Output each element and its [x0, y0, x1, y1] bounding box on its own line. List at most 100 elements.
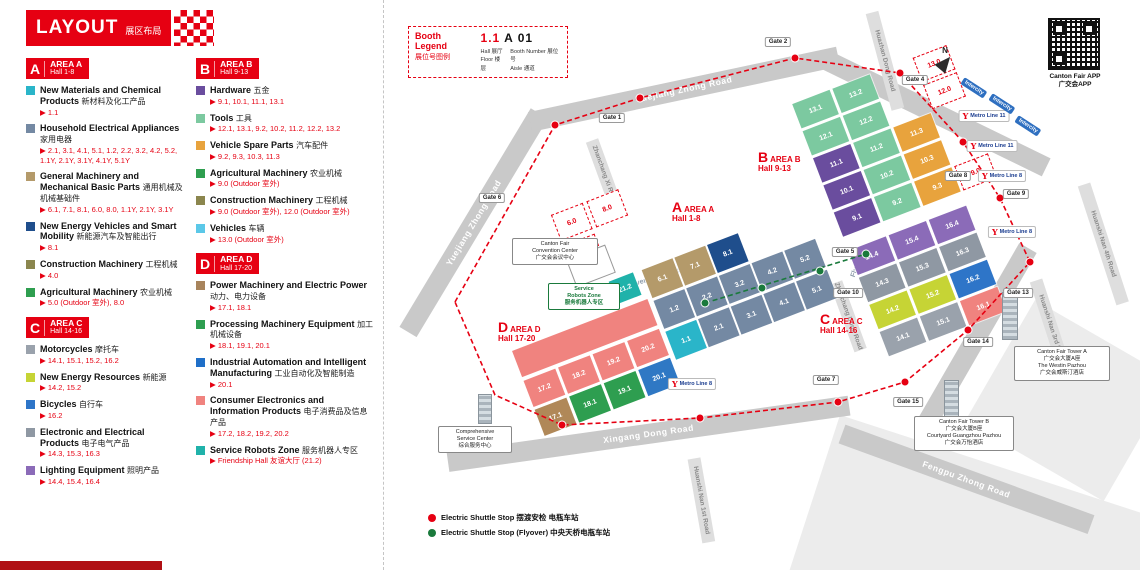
- legend-item-tools: Tools 工具 ▶ 12.1, 13.1, 9.2, 10.2, 11.2, …: [196, 113, 374, 135]
- legend-item-electronic-and-electrical-products: Electronic and Electrical Products 电子电气产…: [26, 427, 184, 459]
- gate-15: Gate 15: [893, 397, 923, 407]
- legend-item-construction-machinery: Construction Machinery 工程机械 ▶ 9.0 (Outdo…: [196, 195, 374, 217]
- legend-item-text: Bicycles 自行车 ▶ 16.2: [40, 399, 104, 420]
- shuttle-stop-red: [635, 93, 645, 103]
- booth-number-sample: 1.1 A 01: [481, 31, 561, 45]
- category-color-swatch: [26, 287, 35, 297]
- road-yuejiang-zhong-road: Yuejiang Zhong Road: [399, 108, 548, 338]
- hall-block-8.0: 8.0: [586, 189, 629, 228]
- intercity-badge: Intercity: [1014, 115, 1042, 137]
- legend-item-halls: ▶ 9.0 (Outdoor 室外), 12.0 (Outdoor 室外): [210, 207, 350, 217]
- legend-item-household-electrical-appliances: Household Electrical Appliances 家用电器 ▶ 2…: [26, 123, 184, 165]
- panel-divider: [383, 0, 384, 570]
- category-color-swatch: [26, 221, 35, 231]
- category-color-swatch: [196, 196, 205, 206]
- sample-hall: 1.1: [480, 31, 501, 45]
- legend-item-text: Lighting Equipment 照明产品 ▶ 14.4, 15.4, 16…: [40, 465, 160, 486]
- legend-item-text: New Energy Vehicles and Smart Mobility 新…: [40, 221, 184, 253]
- area-hall-range: Hall 9-13: [220, 69, 249, 77]
- legend-item-text: Processing Machinery Equipment 加工机械设备 ▶ …: [210, 318, 374, 351]
- category-color-swatch: [196, 358, 205, 368]
- gate-10: Gate 10: [833, 288, 863, 298]
- shuttle-stop-red: [1025, 257, 1035, 267]
- legend-item-power-machinery-and-electric-power: Power Machinery and Electric Power 动力、电力…: [196, 280, 374, 312]
- legend-item-halls: ▶ 8.1: [40, 243, 59, 253]
- booth-legend: Booth Legend 展位号图例 1.1 A 01 Hall 展厅 Floo…: [408, 26, 568, 78]
- category-color-swatch: [26, 172, 35, 182]
- category-color-swatch: [196, 445, 205, 455]
- road-huanshi-nan-1st-road: Huanshi Nan 1st Road: [687, 457, 716, 544]
- shuttle-stop-red: [695, 413, 705, 423]
- area-letter: C: [30, 319, 46, 336]
- gate-2: Gate 2: [764, 37, 792, 47]
- booth-legend-title: Booth Legend: [415, 31, 448, 51]
- legend-item-halls: ▶ Friendship Hall 友谊大厅 (21.2): [210, 456, 322, 466]
- layout-banner: LAYOUT 展区布局: [26, 10, 236, 46]
- compass-n-label: N: [942, 46, 948, 55]
- legend-item-text: Construction Machinery 工程机械 ▶ 9.0 (Outdo…: [210, 195, 350, 217]
- metro-logo-icon: Y: [970, 141, 977, 151]
- legend-item-text: Power Machinery and Electric Power 动力、电力…: [210, 280, 374, 312]
- legend-item-text: New Materials and Chemical Products 新材料及…: [40, 85, 184, 117]
- legend-item-text: Consumer Electronics and Information Pro…: [210, 395, 374, 438]
- category-color-swatch: [196, 319, 205, 329]
- gate-7: Gate 7: [812, 375, 840, 385]
- category-color-swatch: [196, 113, 205, 123]
- legend-item-consumer-electronics-and-information-products: Consumer Electronics and Information Pro…: [196, 395, 374, 438]
- legend-item-new-energy-resources: New Energy Resources 新能源 ▶ 14.2, 15.2: [26, 372, 184, 394]
- legend-item-halls: ▶ 16.2: [40, 410, 63, 420]
- area-letter: A: [30, 60, 46, 77]
- map-legend-item: Electric Shuttle Stop 摆渡安检 电瓶车站: [428, 512, 579, 523]
- category-color-swatch: [26, 466, 35, 476]
- legend-item-text: Industrial Automation and Intelligent Ma…: [210, 357, 374, 389]
- booth-legend-parts-left: Hall 展厅 Floor 楼层: [480, 49, 503, 72]
- compass: N: [932, 46, 958, 74]
- legend-item-text: Construction Machinery 工程机械 ▶ 4.0: [40, 258, 178, 280]
- area-hall-range: Hall 14-16: [50, 328, 83, 336]
- legend-item-new-materials-and-chemical-products: New Materials and Chemical Products 新材料及…: [26, 85, 184, 117]
- map-legend-item: Electric Shuttle Stop (Flyover) 中央天桥电瓶车站: [428, 527, 610, 538]
- legend-item-text: Hardware 五金 ▶ 9.1, 10.1, 11.1, 13.1: [210, 85, 285, 106]
- legend-item-halls: ▶ 4.0: [40, 270, 59, 280]
- booth-legend-title-cn: 展位号图例: [415, 54, 450, 61]
- sample-booth: 01: [517, 31, 534, 45]
- shuttle-stop-flyover: [815, 266, 825, 276]
- metro-logo-icon: Y: [962, 111, 969, 121]
- legend-item-motorcycles: Motorcycles 摩托车 ▶ 14.1, 15.1, 15.2, 16.2: [26, 344, 184, 366]
- legend-item-halls: ▶ 12.1, 13.1, 9.2, 10.2, 11.2, 12.2, 13.…: [210, 124, 341, 134]
- gate-4: Gate 4: [901, 75, 929, 85]
- area-name: AREA C: [50, 318, 83, 329]
- gate-13: Gate 13: [1003, 288, 1033, 298]
- legend-item-halls: ▶ 9.0 (Outdoor 室外): [210, 179, 280, 189]
- layout-subtitle: 展区布局: [125, 25, 162, 36]
- legend-item-bicycles: Bicycles 自行车 ▶ 16.2: [26, 399, 184, 421]
- building-icon: [478, 394, 492, 424]
- legend-item-halls: ▶ 2.1, 3.1, 4.1, 5.1, 1.2, 2.2, 3.2, 4.2…: [40, 145, 178, 165]
- shuttle-stop-flyover: [861, 249, 871, 259]
- legend-item-halls: ▶ 17.2, 18.2, 19.2, 20.2: [210, 428, 289, 438]
- gate-1: Gate 1: [598, 113, 626, 123]
- legend-item-processing-machinery-equipment: Processing Machinery Equipment 加工机械设备 ▶ …: [196, 319, 374, 351]
- sample-aisle: A: [504, 31, 514, 45]
- gate-5: Gate 5: [831, 247, 859, 257]
- legend-item-halls: ▶ 14.1, 15.1, 15.2, 16.2: [40, 355, 119, 365]
- building-icon: [1002, 292, 1018, 340]
- legend-item-text: Vehicles 车辆 ▶ 13.0 (Outdoor 室外): [210, 222, 284, 244]
- legend-item-halls: ▶ 14.4, 15.4, 16.4: [40, 476, 100, 486]
